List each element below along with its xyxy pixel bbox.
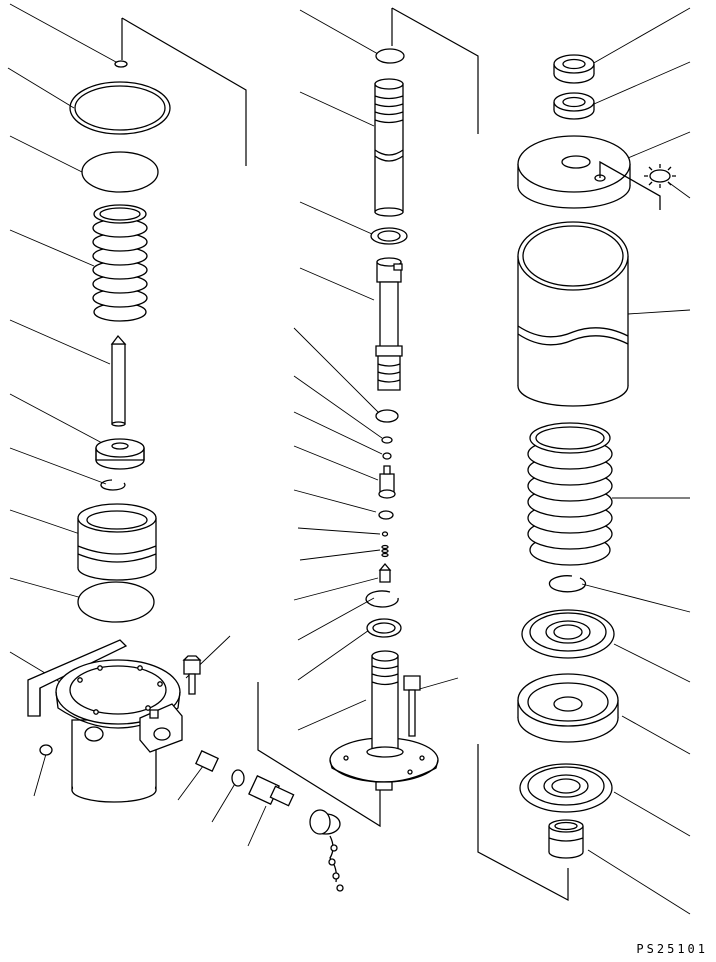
leader-line xyxy=(178,762,206,800)
ball-part xyxy=(383,532,388,536)
flange-stem-part xyxy=(330,651,438,790)
bellows-part xyxy=(93,205,147,321)
leader-line xyxy=(294,578,378,600)
drawing-code: PS25101 xyxy=(636,942,708,956)
disc-part xyxy=(78,582,154,622)
leader-line xyxy=(212,782,236,822)
valve-part xyxy=(379,466,395,498)
leader-line xyxy=(300,92,374,126)
leader-line xyxy=(248,806,266,846)
leader-line xyxy=(588,850,690,914)
star-washer-part xyxy=(644,164,676,188)
leader-line xyxy=(10,4,116,62)
snap-ring-part xyxy=(101,480,125,490)
leader-line xyxy=(294,446,378,480)
left-assembly xyxy=(8,4,343,891)
washer-part xyxy=(382,437,392,443)
piston-plate-part xyxy=(518,674,618,742)
middle-assembly xyxy=(258,8,478,826)
leader-line xyxy=(298,700,366,730)
leader-line xyxy=(628,310,690,314)
ball-part xyxy=(383,453,391,459)
group-bracket-mid-b xyxy=(392,8,478,134)
leader-line xyxy=(298,628,372,680)
leader-line xyxy=(294,328,378,412)
disc-part xyxy=(376,49,404,63)
spring-part xyxy=(382,546,388,557)
snap-ring-part xyxy=(549,576,585,592)
right-assembly xyxy=(478,8,690,914)
disc-part xyxy=(376,410,398,422)
disc-part xyxy=(379,511,393,519)
bellows-part xyxy=(528,423,612,565)
nut-part xyxy=(554,55,594,83)
leader-line xyxy=(300,550,380,560)
rod-part xyxy=(112,336,125,426)
housing-part xyxy=(28,640,182,802)
leader-line xyxy=(416,678,458,690)
leader-line xyxy=(10,394,104,444)
leader-line xyxy=(10,136,82,172)
cylinder-part xyxy=(518,222,628,406)
disc-part xyxy=(82,152,158,192)
leader-line xyxy=(592,8,690,64)
plug-part xyxy=(380,564,390,582)
leader-line xyxy=(614,792,690,836)
snap-ring-part xyxy=(366,591,398,607)
adapter-part xyxy=(249,776,294,806)
leader-line xyxy=(298,598,374,640)
leader-line xyxy=(614,644,690,682)
leader-line xyxy=(8,68,74,108)
group-bracket-left-b xyxy=(122,18,246,166)
leader-line xyxy=(10,320,110,364)
valve-stem-part xyxy=(376,258,402,390)
o-ring-part xyxy=(70,82,170,134)
diaphragm-part xyxy=(522,610,614,658)
leader-line xyxy=(300,10,378,54)
washer-part xyxy=(232,770,244,786)
bolt-part xyxy=(184,656,200,694)
leader-line xyxy=(668,182,690,198)
leader-line xyxy=(10,230,94,266)
leader-line xyxy=(300,268,374,300)
diaphragm-part xyxy=(520,764,612,812)
leader-line xyxy=(622,716,690,754)
leader-line xyxy=(294,490,376,512)
leader-line xyxy=(10,510,80,534)
piston-part xyxy=(78,504,156,580)
leader-line xyxy=(10,578,82,598)
group-bracket-right xyxy=(478,744,568,900)
bushing-part xyxy=(549,820,583,858)
washer-part xyxy=(367,619,401,637)
leader-line xyxy=(294,376,382,438)
dust-cap-part xyxy=(310,810,343,891)
shaft-part xyxy=(375,79,403,216)
small-plug-part xyxy=(40,745,52,755)
leader-line xyxy=(10,448,106,484)
cap-part xyxy=(96,439,144,469)
leader-line xyxy=(300,202,372,234)
leader-line xyxy=(628,132,690,158)
small-plug-part xyxy=(115,61,127,67)
fitting-part xyxy=(196,751,218,771)
group-bracket-mid-c xyxy=(258,682,380,826)
leader-line xyxy=(294,412,382,454)
washer-part xyxy=(371,228,407,244)
leader-line xyxy=(34,754,46,796)
plate-part xyxy=(518,136,660,210)
bolt-part xyxy=(404,676,420,736)
leader-line xyxy=(582,584,690,612)
leader-line xyxy=(594,62,690,104)
nut-part xyxy=(554,93,594,119)
leader-line xyxy=(298,528,380,534)
